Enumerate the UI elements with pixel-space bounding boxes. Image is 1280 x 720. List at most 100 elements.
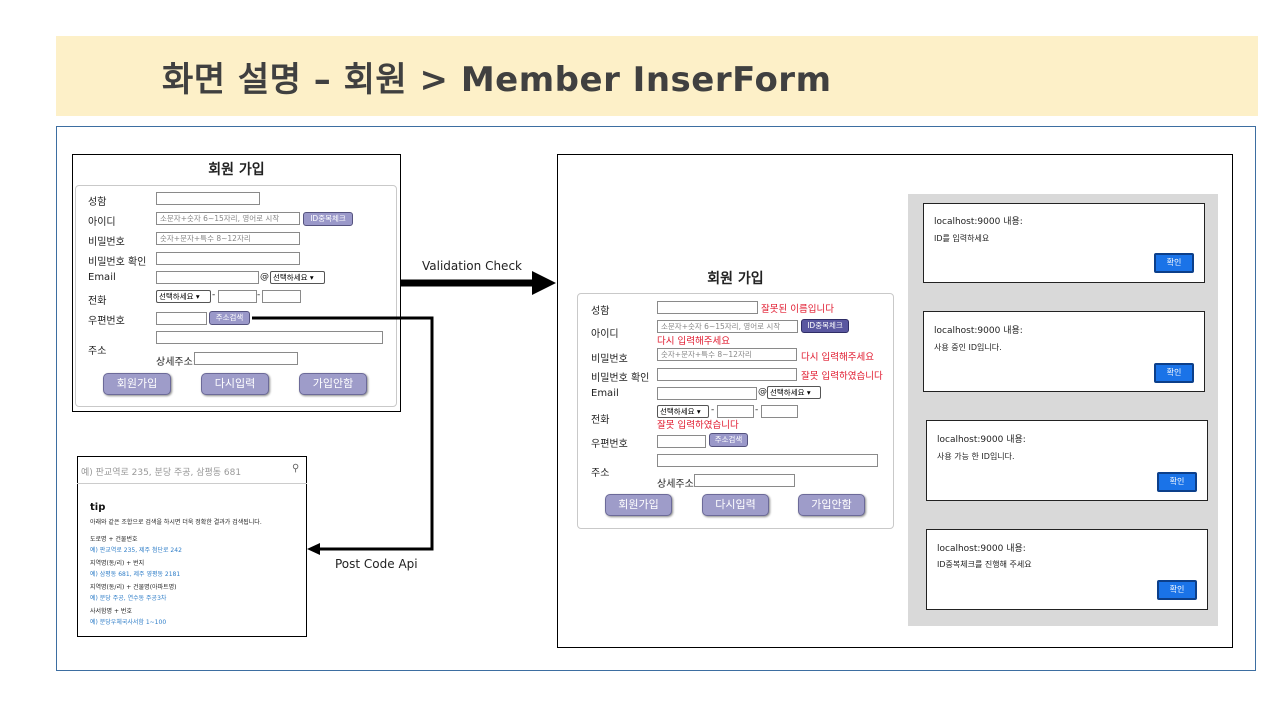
id-input[interactable]: 소문자+숫자 6~15자리, 영어로 시작 bbox=[156, 212, 300, 225]
postcode-item-example: 예) 판교역로 235, 제주 첨단로 242 bbox=[90, 547, 182, 554]
v-name-error: 잘못된 이름입니다 bbox=[761, 304, 834, 315]
postcode-arrow-line bbox=[252, 316, 434, 551]
alert-title: localhost:9000 내용: bbox=[937, 435, 1026, 445]
phone-middle-input[interactable] bbox=[218, 290, 257, 303]
v-postcode-input[interactable] bbox=[657, 435, 706, 448]
v-address-search-button[interactable]: 주소검색 bbox=[709, 433, 748, 447]
content-frame bbox=[56, 126, 1256, 671]
v-address-detail-input[interactable] bbox=[694, 474, 795, 487]
alert-title: localhost:9000 내용: bbox=[934, 217, 1023, 227]
join-button[interactable]: 회원가입 bbox=[103, 373, 171, 395]
address-input[interactable] bbox=[156, 331, 383, 344]
validation-arrow-head bbox=[532, 271, 556, 295]
alert-ok-button[interactable]: 확인 bbox=[1157, 580, 1197, 600]
postcode-tip-desc: 아래와 같은 조합으로 검색을 하시면 더욱 정확한 결과가 검색됩니다. bbox=[90, 519, 262, 526]
address-detail-input[interactable] bbox=[194, 352, 298, 365]
id-check-button[interactable]: ID중복체크 bbox=[303, 212, 353, 226]
phone-last-input[interactable] bbox=[262, 290, 301, 303]
v-reset-button[interactable]: 다시입력 bbox=[702, 494, 769, 516]
phone-dash-1: - bbox=[212, 290, 216, 300]
v-id-check-button[interactable]: ID중복체크 bbox=[801, 319, 849, 333]
form-title: 회원 가입 bbox=[208, 162, 265, 178]
phone-prefix-select[interactable]: 선택하세요 ▾ bbox=[156, 290, 211, 303]
alert-title: localhost:9000 내용: bbox=[934, 326, 1023, 336]
email-label: Email bbox=[88, 272, 116, 283]
email-domain-select[interactable]: 선택하세요 ▾ bbox=[270, 271, 325, 284]
alert-title: localhost:9000 내용: bbox=[937, 544, 1026, 554]
v-id-label: 아이디 bbox=[591, 329, 619, 340]
password-confirm-input[interactable] bbox=[156, 252, 300, 265]
name-label: 성함 bbox=[88, 197, 107, 208]
alert-message: ID중복체크를 진행해 주세요 bbox=[937, 560, 1032, 569]
email-id-input[interactable] bbox=[156, 271, 259, 284]
at-sign: @ bbox=[260, 272, 269, 282]
phone-label: 전화 bbox=[88, 296, 107, 307]
id-label: 아이디 bbox=[88, 217, 116, 228]
postcode-arrow-head bbox=[307, 543, 320, 555]
v-password-input[interactable]: 숫자+문자+특수 8~12자리 bbox=[657, 348, 797, 361]
alert-ok-button[interactable]: 확인 bbox=[1154, 253, 1194, 273]
v-name-label: 성함 bbox=[591, 306, 610, 317]
v-phone-middle-input[interactable] bbox=[717, 405, 754, 418]
v-password-confirm-label: 비밀번호 확인 bbox=[591, 373, 650, 384]
v-phone-label: 전화 bbox=[591, 415, 610, 426]
name-input[interactable] bbox=[156, 192, 260, 205]
postcode-item-example: 예) 분당우체국사서함 1~100 bbox=[90, 619, 167, 626]
v-email-label: Email bbox=[591, 388, 619, 399]
v-address-input[interactable] bbox=[657, 454, 878, 467]
password-input[interactable]: 숫자+문자+특수 8~12자리 bbox=[156, 232, 300, 245]
postcode-item-label: 사서함명 + 번호 bbox=[90, 608, 132, 615]
alert-ok-button[interactable]: 확인 bbox=[1157, 472, 1197, 492]
v-join-button[interactable]: 회원가입 bbox=[605, 494, 672, 516]
phone-dash-2: - bbox=[257, 290, 261, 300]
slide-title-bar bbox=[56, 36, 1258, 116]
v-cancel-button[interactable]: 가입안함 bbox=[798, 494, 865, 516]
alert-ok-button[interactable]: 확인 bbox=[1154, 363, 1194, 383]
v-password-confirm-input[interactable] bbox=[657, 368, 797, 381]
postcode-item-label: 지역명(동/리) + 건물명(아파트명) bbox=[90, 584, 177, 591]
v-phone-prefix-select[interactable]: 선택하세요 ▾ bbox=[657, 405, 709, 418]
v-id-input[interactable]: 소문자+숫자 6~15자리, 영어로 시작 bbox=[657, 320, 798, 333]
postcode-item-label: 지역명(동/리) + 번지 bbox=[90, 560, 145, 567]
v-name-input[interactable] bbox=[657, 301, 758, 314]
v-postcode-label: 우편번호 bbox=[591, 439, 628, 450]
postcode-input[interactable] bbox=[156, 312, 207, 325]
password-confirm-label: 비밀번호 확인 bbox=[88, 257, 147, 268]
postcode-item-example: 예) 분당 주공, 연수동 주공3차 bbox=[90, 595, 167, 602]
v-password-confirm-error: 잘못 입력하였습니다 bbox=[801, 371, 883, 382]
address-detail-label: 상세주소: bbox=[156, 357, 197, 368]
v-phone-error: 잘못 입력하였습니다 bbox=[657, 420, 739, 431]
v-password-label: 비밀번호 bbox=[591, 354, 628, 365]
v-at-sign: @ bbox=[758, 387, 767, 397]
postcode-label: 우편번호 bbox=[88, 316, 125, 327]
v-address-label: 주소 bbox=[591, 468, 610, 479]
v-phone-dash-1: - bbox=[711, 405, 715, 415]
reset-button[interactable]: 다시입력 bbox=[201, 373, 269, 395]
slide-title: 화면 설명 – 회원 > Member InserForm bbox=[162, 60, 832, 100]
cancel-button[interactable]: 가입안함 bbox=[299, 373, 367, 395]
search-icon[interactable]: ⚲ bbox=[292, 463, 300, 474]
postcode-item-label: 도로명 + 건물번호 bbox=[90, 536, 138, 543]
postcode-divider bbox=[77, 483, 307, 484]
alert-message: 사용 가능 한 ID입니다. bbox=[937, 452, 1015, 461]
postcode-search-input[interactable]: 예) 판교역로 235, 분당 주공, 삼평동 681 bbox=[81, 468, 242, 478]
postcode-popup bbox=[77, 456, 307, 637]
postcode-tip-title: tip bbox=[90, 502, 106, 513]
alert-message: 사용 중인 ID입니다. bbox=[934, 343, 1002, 352]
validation-arrow-label: Validation Check bbox=[422, 259, 522, 273]
v-password-error: 다시 입력해주세요 bbox=[801, 352, 874, 363]
password-label: 비밀번호 bbox=[88, 237, 125, 248]
v-email-id-input[interactable] bbox=[657, 387, 757, 400]
postcode-item-example: 예) 삼평동 681, 제주 영평동 2181 bbox=[90, 571, 181, 578]
alert-message: ID를 입력하세요 bbox=[934, 234, 990, 243]
address-search-button[interactable]: 주소검색 bbox=[209, 311, 250, 325]
v-id-error: 다시 입력해주세요 bbox=[657, 336, 730, 347]
validation-form-title: 회원 가입 bbox=[707, 271, 764, 287]
v-phone-dash-2: - bbox=[755, 405, 759, 415]
v-email-domain-select[interactable]: 선택하세요 ▾ bbox=[767, 386, 821, 399]
address-label: 주소 bbox=[88, 346, 107, 357]
postcode-arrow-label: Post Code Api bbox=[335, 557, 418, 571]
v-phone-last-input[interactable] bbox=[761, 405, 798, 418]
v-address-detail-label: 상세주소: bbox=[657, 479, 698, 490]
